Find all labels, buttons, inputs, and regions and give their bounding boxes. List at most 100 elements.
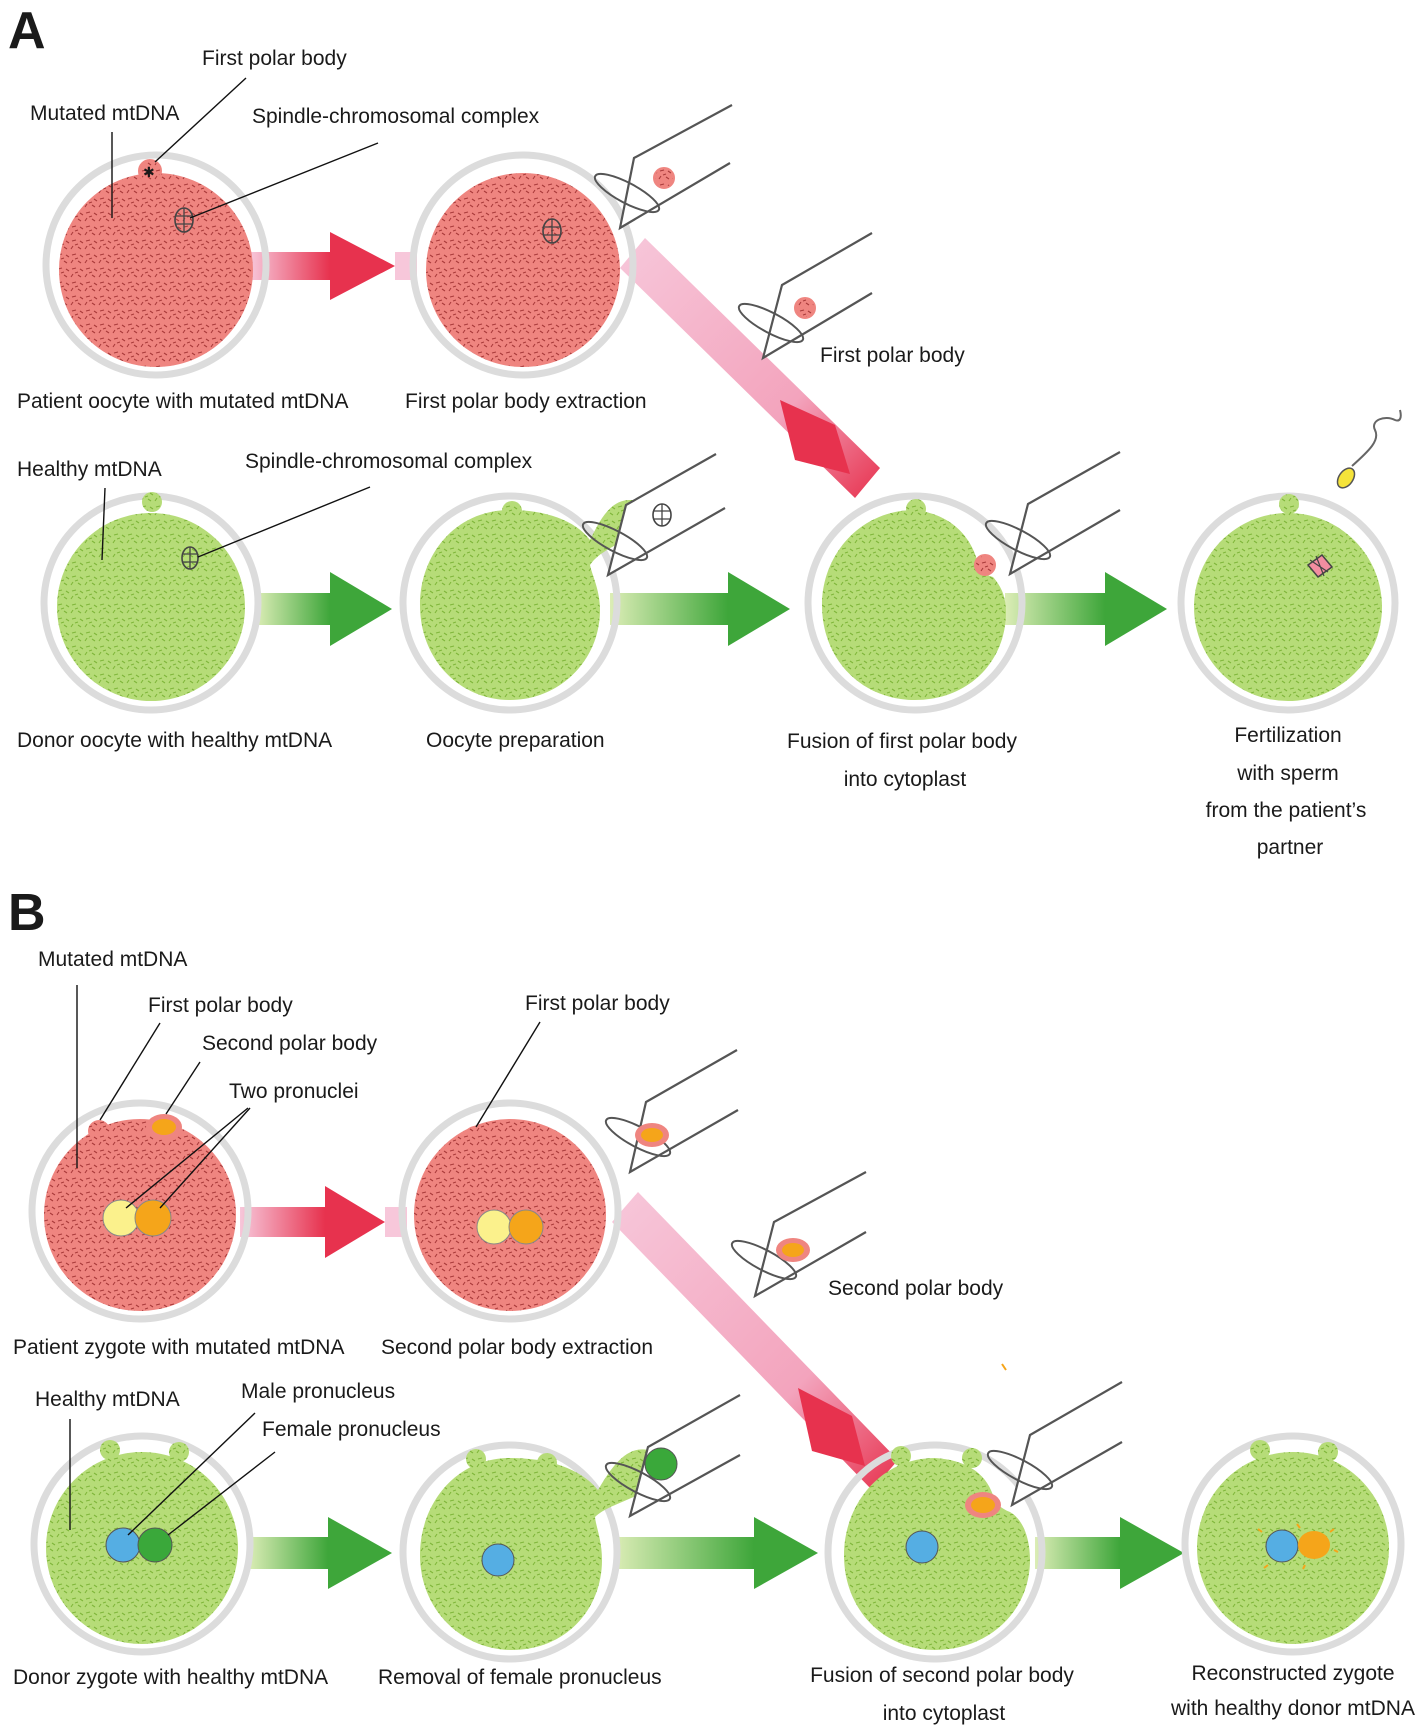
- polar-body: [1318, 1442, 1338, 1462]
- pipette-first-polar-body: [737, 232, 873, 361]
- panel-a-letter: A: [8, 2, 46, 60]
- pipette-second-polar-body: [730, 1171, 867, 1299]
- label-removal-female-pronucleus: Removal of female pronucleus: [378, 1666, 662, 1689]
- panel-b-letter: B: [8, 884, 46, 942]
- fused-pronucleus: [1257, 1523, 1339, 1570]
- label-fertilization-line4: partner: [1257, 836, 1324, 859]
- callout-second-polar-body-b: Second polar body: [202, 1032, 378, 1055]
- label-fertilization-line3: from the patient’s: [1206, 799, 1367, 822]
- callout-male-pronucleus: Male pronucleus: [241, 1380, 395, 1403]
- callout-first-polar-body: First polar body: [202, 47, 347, 70]
- first-polar-body: [794, 297, 816, 319]
- polar-body: [142, 492, 162, 512]
- sperm-icon: [1336, 409, 1402, 489]
- label-fusion-second-line2: into cytoplast: [883, 1702, 1006, 1725]
- callout-first-polar-body-b2: First polar body: [525, 992, 670, 1015]
- callout-spindle-complex: Spindle-chromosomal complex: [252, 105, 540, 128]
- first-polar-body: [138, 159, 162, 183]
- callout-healthy-mtdna: Healthy mtDNA: [17, 458, 162, 481]
- cell-donor-zygote: [30, 1432, 254, 1656]
- callout-female-pronucleus: Female pronucleus: [262, 1418, 441, 1441]
- arrow-b-diagonal: [612, 1192, 898, 1490]
- cell-patient-oocyte: ✱: [42, 151, 270, 379]
- male-pronucleus: [1265, 1529, 1299, 1563]
- label-second-polar-extraction: Second polar body extraction: [381, 1336, 653, 1359]
- polar-body: [1250, 1440, 1270, 1460]
- first-polar-body: [464, 1126, 486, 1148]
- arrow-b3: [614, 1517, 818, 1589]
- polar-body: [100, 1440, 120, 1460]
- label-reconstructed-line1: Reconstructed zygote: [1191, 1662, 1394, 1685]
- second-polar-body: [635, 1123, 669, 1147]
- cell-second-polar-extraction: [398, 1099, 622, 1323]
- label-first-polar-extraction: First polar body extraction: [405, 390, 647, 413]
- polar-body: [1279, 494, 1299, 514]
- polar-body: [169, 1442, 189, 1462]
- label-donor-zygote: Donor zygote with healthy mtDNA: [13, 1666, 328, 1689]
- second-polar-body: [776, 1238, 810, 1262]
- polar-body: [537, 1453, 557, 1473]
- male-pronucleus: [105, 1527, 141, 1563]
- callout-first-polar-body-b: First polar body: [148, 994, 293, 1017]
- pronucleus-orange: [508, 1209, 544, 1245]
- cell-fusion-second-polar: [824, 1363, 1123, 1663]
- label-patient-zygote: Patient zygote with mutated mtDNA: [13, 1336, 344, 1359]
- male-pronucleus: [905, 1530, 939, 1564]
- arrow-b2: [248, 1517, 392, 1589]
- cell-removal-female-pronucleus: [399, 1394, 741, 1663]
- polar-body: [906, 499, 926, 519]
- polar-body: [891, 1446, 911, 1466]
- pipette-extraction: [593, 104, 733, 231]
- cell-fertilization: [1177, 409, 1402, 714]
- pipette-extraction-b: [604, 1049, 739, 1175]
- label-donor-oocyte: Donor oocyte with healthy mtDNA: [17, 729, 332, 752]
- cell-patient-zygote: [28, 1099, 252, 1323]
- label-fusion-second-line1: Fusion of second polar body: [810, 1664, 1074, 1687]
- polar-body: [962, 1448, 982, 1468]
- label-fusion-line1: Fusion of first polar body: [787, 730, 1017, 753]
- arrow-a4: [1005, 572, 1167, 646]
- pronucleus-yellow: [476, 1209, 512, 1245]
- label-fertilization-line1: Fertilization: [1234, 724, 1341, 747]
- arrow-b1: [240, 1186, 407, 1258]
- spindle-icon: [542, 218, 562, 244]
- label-patient-oocyte: Patient oocyte with mutated mtDNA: [17, 390, 348, 413]
- female-pronucleus: [644, 1447, 678, 1481]
- callout-mutated-mtdna: Mutated mtDNA: [30, 102, 179, 125]
- arrow-a3: [610, 572, 790, 646]
- arrow-a1: [250, 232, 417, 300]
- cell-reconstructed-zygote: [1181, 1432, 1405, 1656]
- label-pipette-second-polar-body: Second polar body: [828, 1277, 1004, 1300]
- pronucleus-yellow: [102, 1199, 140, 1237]
- cell-oocyte-preparation: [399, 453, 726, 714]
- cell-first-polar-extraction: [409, 151, 637, 379]
- first-polar-body: [88, 1120, 110, 1142]
- label-pipette-first-polar-body: First polar body: [820, 344, 965, 367]
- callout-spindle-complex-2: Spindle-chromosomal complex: [245, 450, 533, 473]
- male-pronucleus: [481, 1543, 515, 1577]
- arrow-a-diagonal: [620, 238, 880, 498]
- arrow-b4: [1035, 1517, 1184, 1589]
- first-polar-body: [653, 167, 675, 189]
- pronucleus-orange: [134, 1199, 172, 1237]
- label-fertilization-line2: with sperm: [1236, 762, 1339, 785]
- spindle-icon: [181, 546, 199, 570]
- first-polar-body: [974, 554, 996, 576]
- spindle-icon: [174, 207, 194, 233]
- second-polar-body: [965, 1492, 1001, 1518]
- fragment-icon: [1001, 1363, 1007, 1371]
- spindle-icon: [652, 503, 672, 527]
- cell-donor-oocyte: [40, 492, 262, 714]
- label-oocyte-preparation: Oocyte preparation: [426, 729, 605, 752]
- chromosome-icon: ✱: [143, 164, 155, 180]
- callout-healthy-mtdna-b: Healthy mtDNA: [35, 1388, 180, 1411]
- callout-two-pronuclei: Two pronuclei: [229, 1080, 359, 1103]
- second-polar-body: [146, 1114, 182, 1140]
- label-reconstructed-line2: with healthy donor mtDNA: [1170, 1697, 1415, 1720]
- spindle-icon: [1306, 553, 1334, 579]
- callout-mutated-mtdna-b: Mutated mtDNA: [38, 948, 187, 971]
- cell-fusion-first-polar: [804, 451, 1121, 714]
- polar-body: [502, 501, 522, 521]
- arrow-a2: [256, 572, 392, 646]
